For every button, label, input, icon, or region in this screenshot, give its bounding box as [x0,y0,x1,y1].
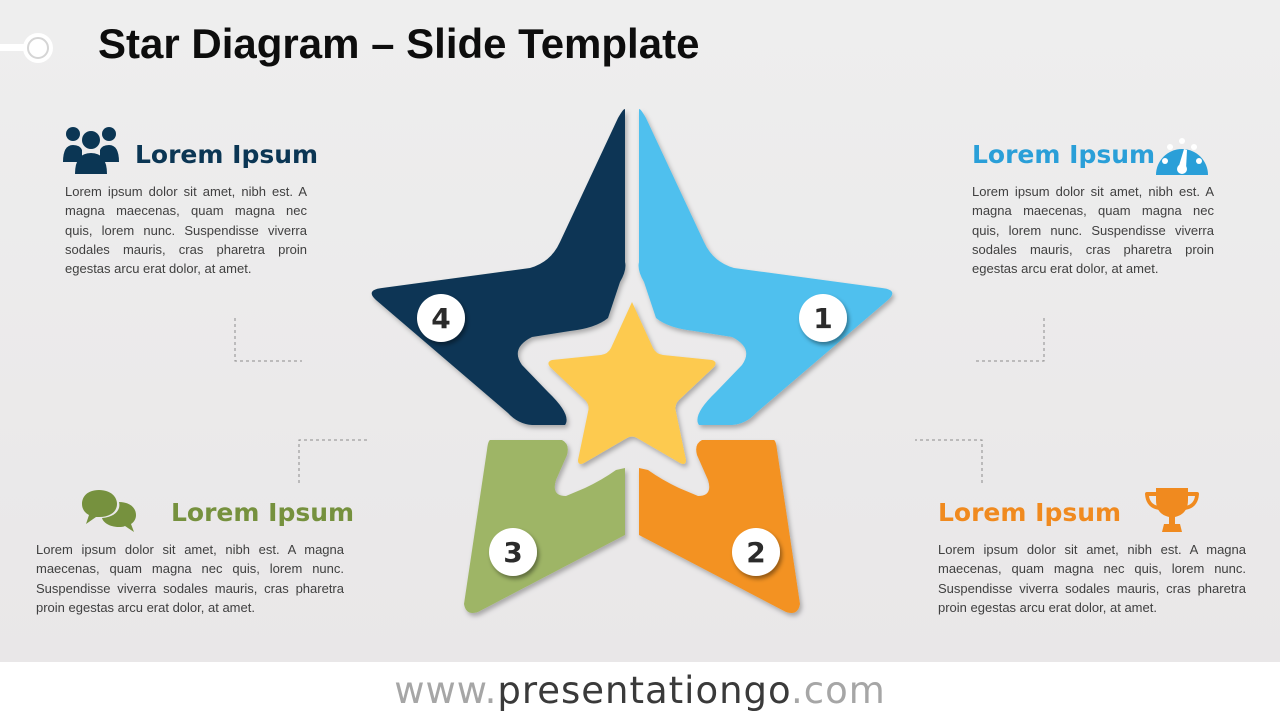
star-segment-1 [638,109,893,425]
block-top-left: Lorem Ipsum Lorem ipsum dolor sit amet, … [65,140,319,278]
block-bottom-right: Lorem Ipsum Lorem ipsum dolor sit amet, … [938,498,1246,617]
block-body: Lorem ipsum dolor sit amet, nibh est. A … [972,184,1214,277]
trophy-icon [1145,488,1199,532]
block-top-right: Lorem Ipsum Lorem ipsum dolor sit amet, … [972,140,1214,278]
chat-icon [82,490,136,532]
star-segment-2 [639,440,800,613]
badge-3 [489,528,537,576]
connector-bottom-right [915,439,983,483]
badge-number-1: 1 [813,302,832,335]
star-segment-4 [371,109,626,425]
block-body: Lorem ipsum dolor sit amet, nibh est. A … [65,184,307,277]
connector-bottom-left [298,439,367,483]
footer-prefix: www. [394,669,498,712]
connector-lines [234,318,1045,483]
block-heading: Lorem Ipsum [171,498,355,527]
badge-number-2: 2 [746,536,765,569]
star-segment-3 [464,440,625,613]
page-title: Star Diagram – Slide Template [98,20,700,67]
badge-number-4: 4 [431,302,450,335]
footer-suffix: .com [791,669,886,712]
footer-url: www.presentationgo.com [0,662,1280,720]
star-diagram: 1 2 3 4 [234,109,1045,613]
badge-2 [732,528,780,576]
block-bottom-left: Lorem Ipsum Lorem ipsum dolor sit amet, … [36,498,355,617]
connector-top-right [976,318,1045,362]
block-heading: Lorem Ipsum [972,140,1156,169]
badge-1 [799,294,847,342]
badge-number-3: 3 [503,536,522,569]
connector-top-left [234,318,302,362]
dashboard-icon [1156,138,1208,175]
block-body: Lorem ipsum dolor sit amet, nibh est. A … [36,542,344,615]
block-heading: Lorem Ipsum [135,140,319,169]
footer-domain: presentationgo [497,669,792,712]
badge-4 [417,294,465,342]
block-heading: Lorem Ipsum [938,498,1122,527]
block-body: Lorem ipsum dolor sit amet, nibh est. A … [938,542,1246,615]
users-icon [63,127,119,174]
title-decoration [0,33,53,63]
center-star [548,302,716,464]
